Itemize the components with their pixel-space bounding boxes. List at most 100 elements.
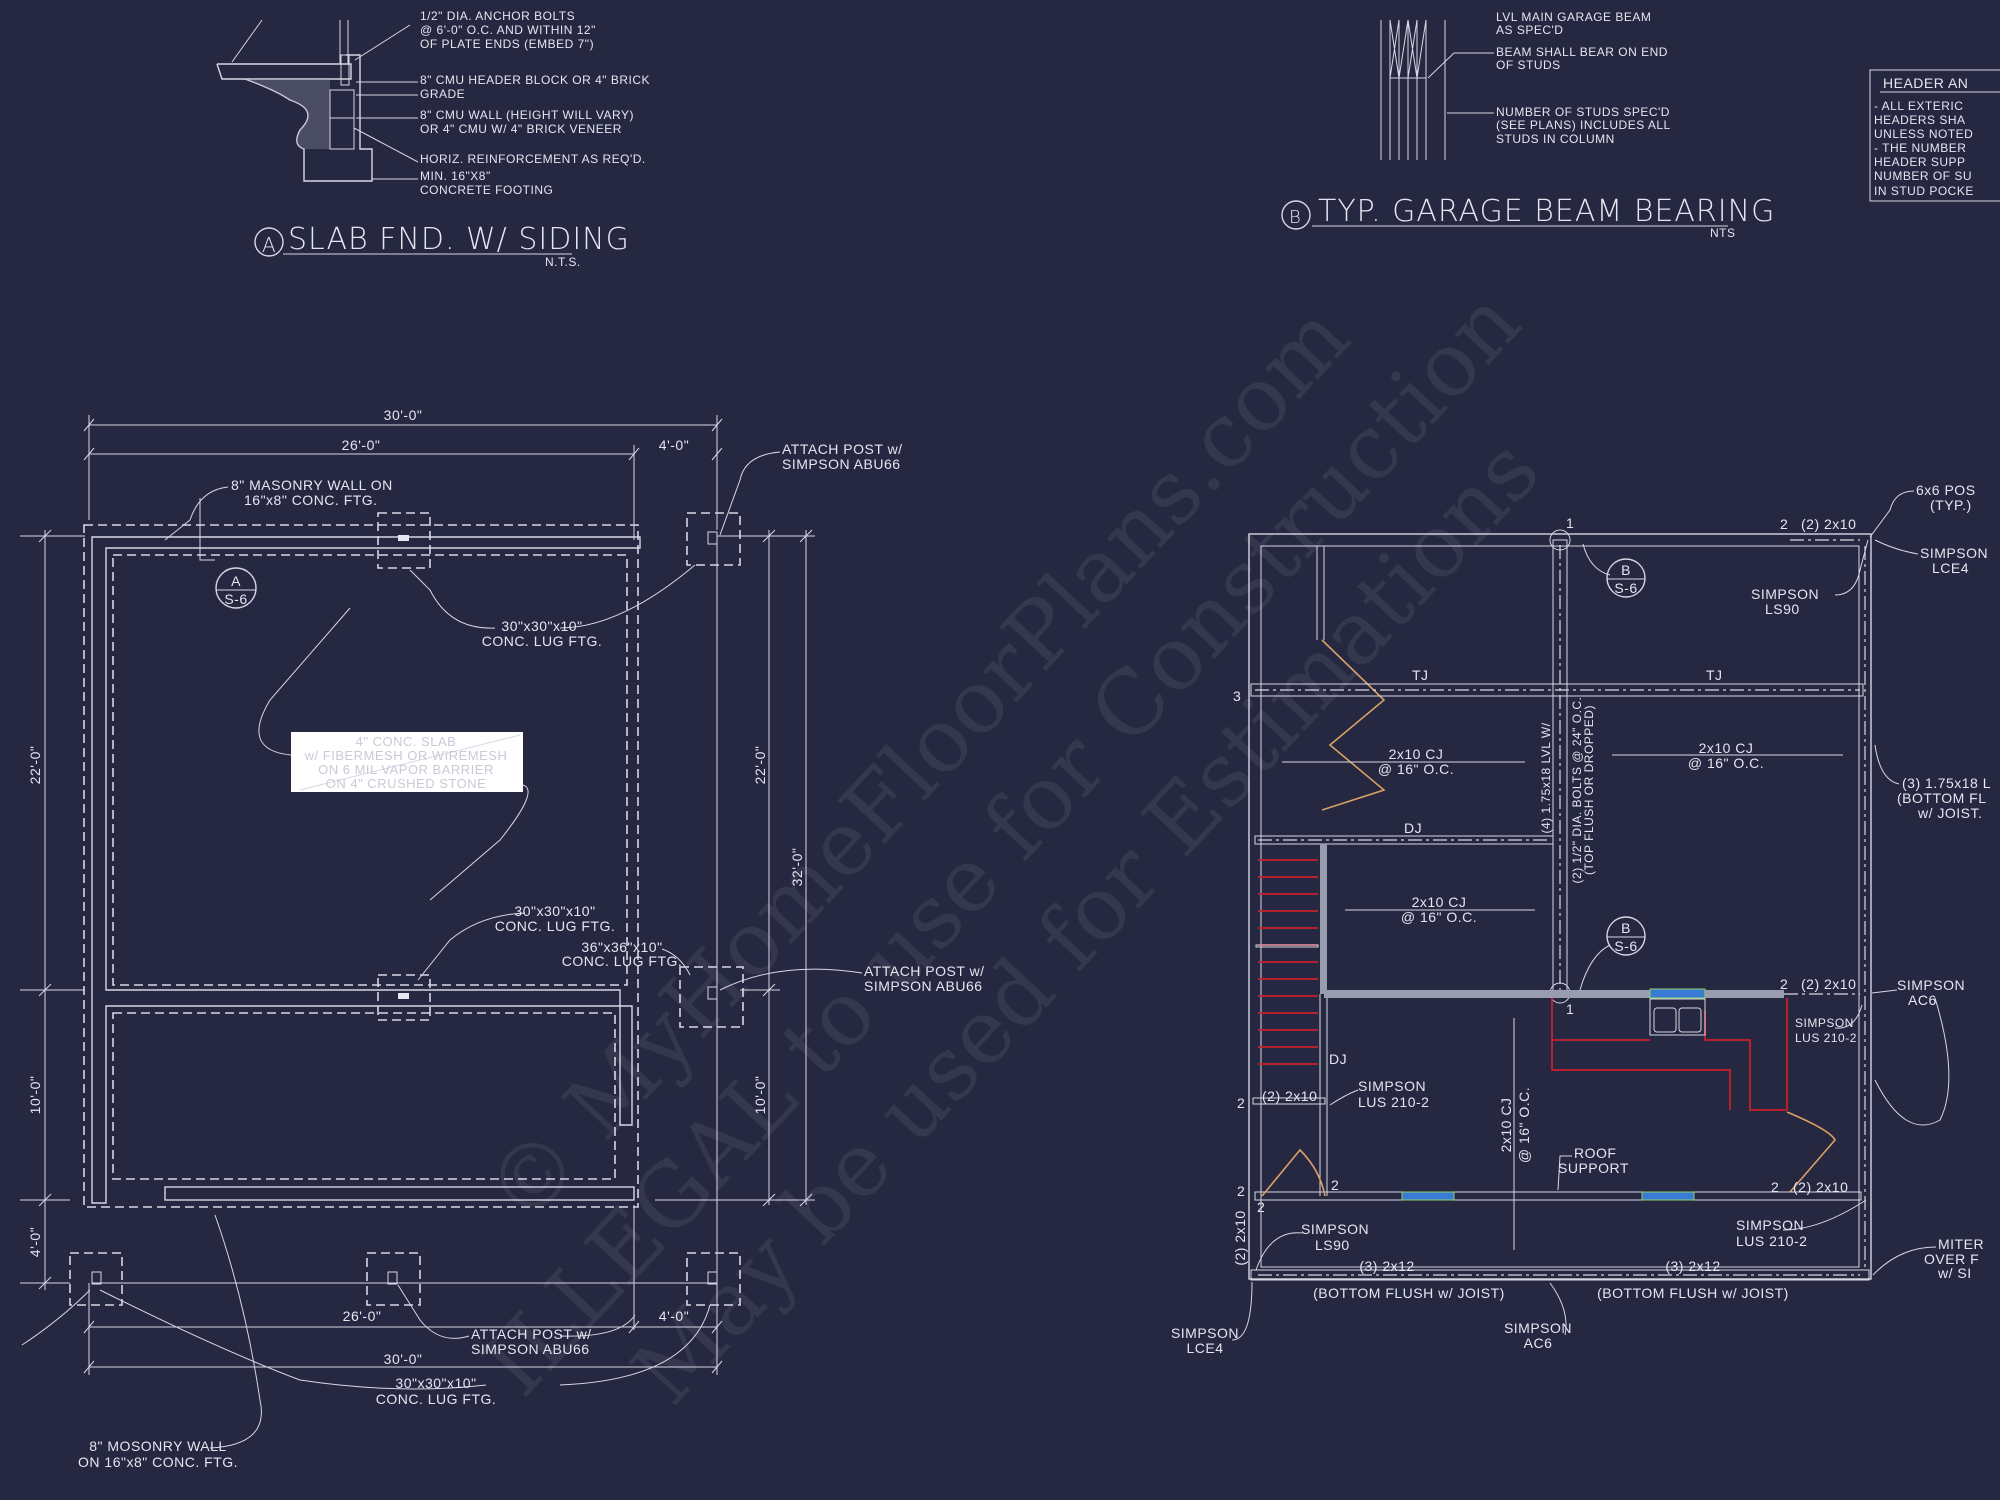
detail-b-notes-5-text: (SEE PLANS) INCLUDES ALL — [1496, 118, 1671, 132]
foundation-plan-labels-lug-ftg-1-text: CONC. LUG FTG. — [482, 633, 603, 649]
foundation-plan-labels-lug-1-text: 30"x30"x10" — [501, 618, 582, 634]
foundation-plan-labels-abu-3-text: SIMPSON ABU66 — [471, 1341, 590, 1357]
foundation-plan-dims-bottom-right-text: 4'-0" — [659, 1308, 689, 1324]
foundation-plan-dims-right-lower-text: 10'-0" — [752, 1076, 768, 1115]
framing-plan-labels-flush-text: (TOP FLUSH OR DROPPED) — [1582, 705, 1596, 875]
foundation-plan-dims-right-overall-text: 32'-0" — [789, 848, 805, 887]
path-mark — [245, 79, 330, 149]
path-mark — [1231, 490, 1950, 1341]
rect-mark — [164, 1186, 635, 1201]
framing-plan-labels-tj2-text: TJ — [1706, 667, 1723, 683]
framing-plan-labels-hdr-top-text: (2) 2x10 — [1801, 516, 1856, 532]
framing-plan-labels-hdr-l-num-text: 2 — [1237, 1095, 1245, 1111]
foundation-plan-labels-lug-ftg-2-text: CONC. LUG FTG. — [495, 918, 616, 934]
section-ref-a[interactable]: A S-6 — [215, 567, 257, 609]
foundation-dimension-lines — [20, 415, 815, 1375]
framing-plan-labels-miter-text: MITER — [1938, 1236, 1984, 1252]
rect-mark — [707, 986, 718, 1000]
header-box-lines-4-text: HEADER SUPP — [1874, 155, 1966, 169]
circle-mark — [1606, 558, 1646, 598]
path-mark — [1261, 1148, 1326, 1197]
framing-plan-labels-n2c-text: 2 — [1257, 1199, 1265, 1215]
framing-plan-labels-cj3-b-text: @ 16" O.C. — [1401, 909, 1477, 925]
rect-mark — [1678, 1007, 1702, 1033]
path-mark — [1551, 998, 1788, 1111]
framing-plan-labels-ls90-b-text: SIMPSON — [1301, 1221, 1369, 1237]
path-mark — [1786, 1111, 1836, 1193]
foundation-plan-labels-masonry-1-text: 8" MASONRY WALL ON — [231, 477, 393, 493]
detail-b-notes-3-text: OF STUDS — [1496, 58, 1561, 72]
rect-mark — [83, 524, 639, 1208]
detail-a-title: SLAB FND. W/ SIDING — [288, 222, 630, 257]
foundation-plan-labels-attach-post-2-text: ATTACH POST w/ — [864, 963, 985, 979]
line-mark — [299, 734, 521, 791]
framing-plan-labels-dj2-text: DJ — [1329, 1051, 1347, 1067]
framing-plan-labels-miter-b-text: OVER F — [1924, 1251, 1979, 1267]
framing-plan-labels-hdr-l-text: (2) 2x10 — [1262, 1088, 1317, 1104]
foundation-plan-dims-top-right-text: 4'-0" — [659, 437, 689, 453]
framing-plan-labels-n2a-text: 2 — [1237, 1183, 1245, 1199]
framing-plan-labels-one-top-text: 1 — [1566, 515, 1574, 531]
foundation-plan-labels-lug-3-text: 36"x36"x10" — [581, 939, 662, 955]
path-mark — [1389, 19, 1427, 79]
framing-plan-labels-flush2-text: (BOTTOM FLUSH w/ JOIST) — [1597, 1285, 1789, 1301]
foundation-plan-labels-abu-2-text: SIMPSON ABU66 — [864, 978, 983, 994]
path-mark — [1319, 994, 1328, 1196]
section-ref-b-top[interactable]: B S-6 — [1606, 558, 1646, 598]
framing-plan-labels-lvl-text: (4) 1.75x18 LVL W/ — [1539, 722, 1553, 833]
foundation-walls — [83, 524, 718, 1330]
section-ref-b-mid[interactable]: B S-6 — [1606, 916, 1646, 956]
foundation-plan-slab-note-2-text: ON 6 MIL VAPOR BARRIER — [318, 762, 494, 777]
path-mark — [21, 451, 863, 1449]
framing-plan-labels-beam1-text: (3) 2x12 — [1359, 1258, 1414, 1274]
detail-b-scale: NTS — [1710, 226, 1736, 240]
framing-plan-section-ref-sheet-text: S-6 — [1614, 580, 1637, 596]
foundation-plan-dims-bottom-overall-text: 30'-0" — [384, 1351, 423, 1367]
header-box-lines-2-text: UNLESS NOTED — [1874, 127, 1973, 141]
rect-mark — [707, 1271, 718, 1285]
rect-mark — [1649, 998, 1706, 1036]
framing-labels: 6x6 POS (TYP.) 2 (2) 2x10 1 SIMPSON LCE4… — [1171, 482, 1991, 1356]
framing-plan-labels-lus-b-text: SIMPSON — [1736, 1217, 1804, 1233]
detail-b-bubble[interactable] — [1281, 200, 1311, 230]
detail-a-bubble-letter: A — [262, 233, 277, 257]
rect-mark — [91, 1271, 102, 1285]
path-mark — [1321, 639, 1386, 811]
foundation-labels: ATTACH POST w/ SIMPSON ABU66 8" MASONRY … — [78, 441, 985, 1470]
rect-mark — [1254, 835, 1554, 845]
framing-plan-labels-roof-text: ROOF — [1574, 1145, 1616, 1161]
path-mark — [83, 418, 723, 461]
rect-mark — [1869, 69, 2000, 202]
detail-b-notes-0-text: LVL MAIN GARAGE BEAM — [1496, 10, 1651, 24]
rect-mark — [1252, 1097, 1326, 1105]
detail-a-notes-6-text: OR 4" CMU W/ 4" BRICK VENEER — [420, 122, 622, 136]
rect-mark — [112, 554, 628, 986]
rect-mark — [112, 1012, 616, 1180]
foundation-plan-labels-abu-1-text: SIMPSON ABU66 — [782, 456, 901, 472]
framing-plan-labels-hdr-br-text: (2) 2x10 — [1793, 1179, 1848, 1195]
foundation-plan-labels-masonry-ftg-1-text: 16"x8" CONC. FTG. — [244, 492, 378, 508]
foundation-plan-labels-lug-2-text: 30"x30"x10" — [514, 903, 595, 919]
detail-b-notes-2-text: BEAM SHALL BEAR ON END — [1496, 45, 1668, 59]
detail-a-bubble[interactable] — [254, 227, 284, 257]
rect-mark — [686, 1252, 741, 1306]
detail-a-scale: N.T.S. — [545, 255, 581, 269]
framing-plan-labels-lce4-top-b-text: LCE4 — [1932, 560, 1969, 576]
rect-mark — [398, 993, 409, 999]
header-box-lines-3-text: - THE NUMBER — [1874, 141, 1966, 155]
header-notes-title: HEADER AN — [1883, 75, 1968, 91]
framing-plan-labels-hdr-br-num-text: 2 — [1771, 1179, 1779, 1195]
foundation-plan-dims-left-lower-text: 10'-0" — [27, 1076, 43, 1115]
detail-b-garage-beam-bearing: LVL MAIN GARAGE BEAM AS SPEC'D BEAM SHAL… — [1281, 10, 1774, 240]
detail-b-notes-1-text: AS SPEC'D — [1496, 23, 1563, 37]
detail-b-notes-6-text: STUDS IN COLUMN — [1496, 132, 1615, 146]
header-box-lines-5-text: NUMBER OF SU — [1874, 169, 1972, 183]
foundation-plan-section-ref-letter-text: A — [231, 573, 241, 589]
framing-walls: B S-6 B S-6 — [1231, 490, 1950, 1341]
framing-plan-labels-lce4-b-b-text: LCE4 — [1186, 1340, 1223, 1356]
foundation-plan-dims-left-bottom-text: 4'-0" — [27, 1227, 43, 1257]
rect-mark — [1649, 988, 1706, 999]
framing-plan-labels-cj2-text: 2x10 CJ — [1699, 740, 1754, 756]
framing-plan-labels-post-typ-text: (TYP.) — [1930, 497, 1972, 513]
framing-plan-labels-cj4-b-text: @ 16" O.C. — [1516, 1087, 1532, 1163]
